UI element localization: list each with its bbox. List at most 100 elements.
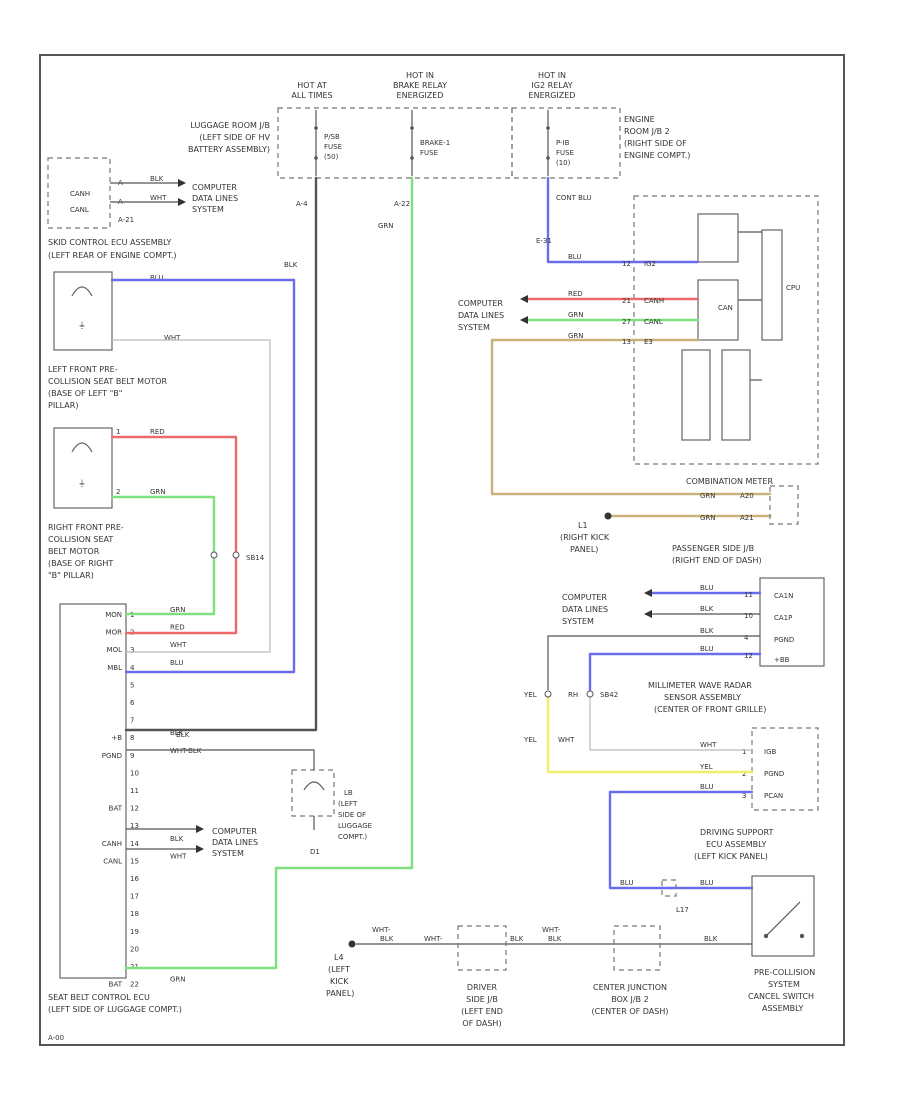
passenger-pin-num-3: 4 bbox=[744, 634, 749, 642]
driving-support-label-1: DRIVING SUPPORT bbox=[700, 828, 773, 837]
ground-l1-label-3: PANEL) bbox=[570, 545, 598, 554]
meter-bottom-connector bbox=[769, 485, 799, 525]
ecu-pin-label: PGND bbox=[102, 752, 122, 760]
meter-wire-red: RED bbox=[568, 290, 583, 298]
ground-lb: LB (LEFT SIDE OF LUGGAGE COMPT.) D1 bbox=[291, 769, 372, 856]
meter-wire-grn-2: GRN bbox=[568, 332, 584, 340]
seat-belt-ecu: 1MONGRN2MORRED3MOLWHT4MBLBLU5678+BBLK9PG… bbox=[48, 603, 258, 1042]
driver-jb-label-1: DRIVER bbox=[467, 983, 498, 992]
driving-support-ecu: DRIVING SUPPORT ECU ASSEMBLY (LEFT KICK … bbox=[620, 828, 815, 1013]
wire-red-left-motor bbox=[110, 435, 238, 635]
passenger-jb-box bbox=[759, 577, 825, 667]
cancel-switch-box bbox=[751, 875, 815, 957]
driving-support-wire-2: BLU bbox=[700, 879, 713, 887]
driver-jb-label-4: OF DASH) bbox=[462, 1019, 501, 1028]
passenger-wire-label-2: BLK bbox=[700, 605, 714, 613]
ground-lb-label-1: LB bbox=[344, 789, 353, 797]
ecu-pin-wire-label: GRN bbox=[170, 976, 186, 984]
sb14-splice-red bbox=[232, 551, 240, 559]
driving-support-connector: L17 bbox=[676, 906, 689, 914]
center-jb-box bbox=[613, 925, 661, 971]
ecu-pin-number: 4 bbox=[130, 664, 135, 672]
diagram-ref: A-00 bbox=[48, 1034, 64, 1042]
passenger-wire-label-1: BLU bbox=[700, 584, 713, 592]
ecu-pin-wire-label: BLK bbox=[170, 835, 184, 843]
cancel-switch-label-4: ASSEMBLY bbox=[762, 1004, 803, 1013]
meter-ic-block-1 bbox=[681, 349, 711, 441]
ecu-pin-label: BAT bbox=[109, 981, 123, 989]
passenger-jb: PASSENGER SIDE J/B (RIGHT END OF DASH) C… bbox=[547, 544, 825, 692]
meter-bottom-pin-1: A20 bbox=[740, 492, 754, 500]
bottom-wire-2: BLK bbox=[380, 935, 394, 943]
fuse-1-name-2: FUSE bbox=[324, 143, 342, 151]
left-motor-pin-2: 2 bbox=[116, 488, 120, 496]
skid-ecu-box bbox=[53, 271, 113, 351]
ecu-pin-number: 17 bbox=[130, 893, 139, 901]
meter-ic-block-2 bbox=[721, 349, 751, 441]
wire-wht-skid bbox=[112, 339, 271, 653]
radar-label-2: SENSOR ASSEMBLY bbox=[664, 693, 741, 702]
cancel-switch-label-1: PRE-COLLISION bbox=[754, 968, 815, 977]
fuse-block-area: HOT AT ALL TIMES HOT IN BRAKE RELAY ENER… bbox=[188, 71, 690, 208]
skid-ecu-symbol bbox=[71, 286, 93, 297]
ecu-pin-number: 13 bbox=[130, 822, 139, 830]
passenger-jb-label-2: (RIGHT END OF DASH) bbox=[672, 556, 762, 565]
wire-blu-skid bbox=[110, 278, 296, 674]
driver-jb-label-2: SIDE J/B bbox=[466, 995, 498, 1004]
center-jb-label-2: BOX J/B 2 bbox=[611, 995, 648, 1004]
fuse-3-bottom bbox=[546, 156, 550, 160]
passenger-system-2: DATA LINES bbox=[562, 605, 608, 614]
bottom-wire-3: WHT- bbox=[542, 926, 561, 934]
passenger-wire-3 bbox=[547, 635, 760, 690]
top-can-pin-l: CANL bbox=[70, 206, 89, 214]
meter-system-1: COMPUTER bbox=[458, 299, 503, 308]
left-motor-pin-1: 1 bbox=[116, 428, 120, 436]
center-jb-label-1: CENTER JUNCTION bbox=[593, 983, 667, 992]
passenger-arrow-1 bbox=[644, 589, 652, 597]
cancel-switch-label-3: CANCEL SWITCH bbox=[748, 992, 814, 1001]
passenger-jb-label-1: PASSENGER SIDE J/B bbox=[672, 544, 754, 553]
top-can-wire-l-label: WHT bbox=[150, 194, 167, 202]
meter-ig-block bbox=[697, 213, 739, 263]
ecu-pin-wire-label: GRN bbox=[170, 606, 186, 614]
ground-l1-label-2: (RIGHT KICK bbox=[560, 533, 610, 542]
skid-ecu-ground-symbol: ⏚ bbox=[78, 321, 86, 330]
fuse-3-name-3: (10) bbox=[556, 159, 571, 167]
ecu-pin-label: BAT bbox=[109, 805, 123, 813]
left-motor-wire-grn: GRN bbox=[150, 488, 166, 496]
top-can-wire-h-label: BLK bbox=[150, 175, 164, 183]
passenger-jb-pin-1: CA1N bbox=[774, 592, 793, 600]
ground-l4-label-4: PANEL) bbox=[326, 989, 354, 998]
wire-blu-ig2 bbox=[546, 176, 700, 264]
driver-jb-label-3: (LEFT END bbox=[461, 1007, 503, 1016]
ecu-pin-label: MON bbox=[105, 611, 122, 619]
meter-cpu-label: CPU bbox=[786, 284, 800, 292]
meter-wire-blu: BLU bbox=[568, 253, 581, 261]
ground-lb-symbol bbox=[303, 781, 325, 791]
ecu-pin-wire-label: WHT bbox=[170, 852, 187, 860]
skid-ecu-blk-label: BLK bbox=[284, 261, 298, 269]
meter-system-2: DATA LINES bbox=[458, 311, 504, 320]
luggage-jb-pin: A-4 bbox=[296, 200, 308, 208]
ecu-can-system-2: DATA LINES bbox=[212, 838, 258, 847]
passenger-jb-pin-2: CA1P bbox=[774, 614, 792, 622]
seat-belt-ecu-box bbox=[59, 603, 127, 979]
hot-ig2-3: ENERGIZED bbox=[529, 91, 576, 100]
meter-can-block bbox=[697, 279, 739, 341]
driving-support-wire-1: BLU bbox=[620, 879, 633, 887]
ecu-pin-number: 12 bbox=[130, 805, 139, 813]
ecu-pin-number: 18 bbox=[130, 910, 139, 918]
luggage-jb-box bbox=[277, 107, 513, 179]
meter-pin-num-2: 21 bbox=[622, 297, 631, 305]
wire-tan-e3 bbox=[490, 338, 772, 496]
passenger-pin-num-2: 10 bbox=[744, 612, 753, 620]
fuse-2-bottom bbox=[410, 156, 414, 160]
ground-l4-dot bbox=[348, 940, 356, 948]
seat-belt-ecu-pins: 1MONGRN2MORRED3MOLWHT4MBLBLU5678+BBLK9PG… bbox=[102, 606, 202, 989]
radar-wire-yel-label: YEL bbox=[523, 736, 537, 744]
radar-pin-3: PCAN bbox=[764, 792, 783, 800]
ground-lb-box bbox=[291, 769, 335, 817]
radar-wire-wht bbox=[589, 696, 752, 751]
ecu-pin-number: 14 bbox=[130, 840, 139, 848]
luggage-jb-label-1: LUGGAGE ROOM J/B bbox=[190, 121, 270, 130]
